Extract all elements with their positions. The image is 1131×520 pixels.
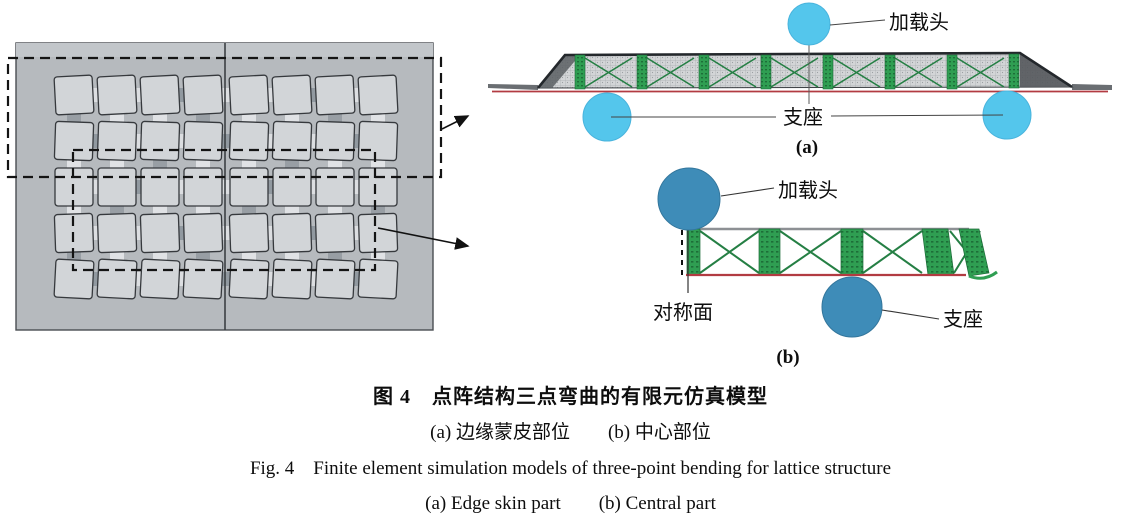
beam-mesh-body	[536, 52, 1074, 89]
diagram-a: 加载头 支座 (a)	[488, 2, 1112, 158]
central-region-outline	[71, 148, 377, 272]
leader-loading-head-a	[829, 19, 886, 26]
leader-support-b	[881, 309, 940, 320]
beam-top-edge	[536, 51, 1073, 89]
truss-posts	[686, 228, 990, 277]
caption-zh-title: 图 4 点阵结构三点弯曲的有限元仿真模型	[373, 386, 768, 408]
diagram-a-tag: (a)	[796, 137, 818, 158]
support-circle-b	[821, 276, 883, 338]
arrow-to-diagram-b-icon	[377, 227, 470, 250]
loading-head-label-b: 加载头	[778, 179, 838, 202]
loading-head-label-a: 加载头	[889, 11, 949, 34]
leader-loading-head-b	[720, 187, 775, 197]
support-label-b: 支座	[943, 308, 983, 331]
lattice-pattern	[53, 74, 399, 300]
beam-lattice-webs	[574, 53, 1020, 90]
diagram-b-tag: (b)	[776, 347, 799, 368]
skin-right-strip	[1072, 84, 1112, 90]
truss-x-braces	[699, 230, 985, 274]
truss-end-curl	[968, 270, 998, 280]
edge-skin-region-outline	[6, 56, 443, 179]
arrow-to-diagram-a-icon	[441, 115, 470, 130]
skin-left-strip	[488, 84, 538, 90]
caption-en-sub: (a) Edge skin part (b) Central part	[425, 493, 716, 514]
loading-head-circle-b	[657, 167, 721, 231]
leader-support-right-a	[830, 114, 1004, 117]
support-label-a: 支座	[783, 106, 823, 129]
caption-en-title: Fig. 4 Finite element simulation models …	[249, 458, 892, 479]
caption-zh-sub: (a) 边缘蒙皮部位 (b) 中心部位	[430, 422, 711, 443]
lattice-top-view	[6, 42, 470, 331]
diagram-b: 加载头 支座 对称面 (b)	[653, 167, 998, 368]
beam-left-wedge	[538, 55, 580, 88]
symmetry-plane-label: 对称面	[653, 301, 713, 324]
loading-head-circle-a	[787, 2, 831, 46]
